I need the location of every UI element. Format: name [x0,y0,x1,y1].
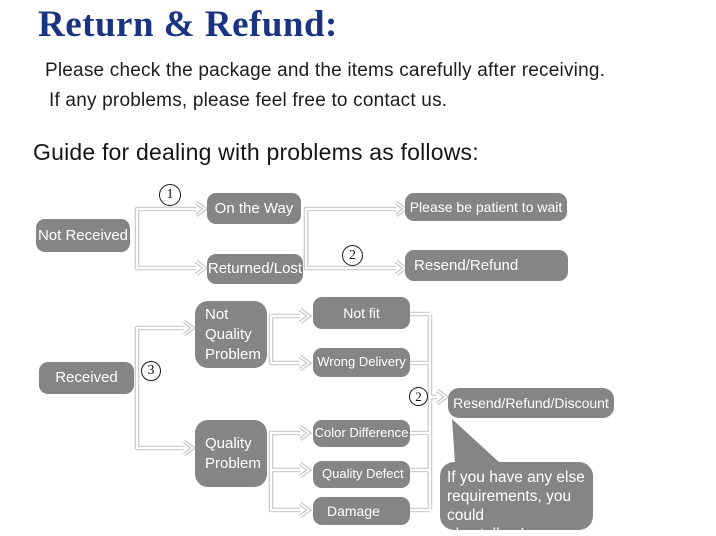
node-color-difference: Color Difference [313,420,410,447]
speech-bubble-tail [452,419,500,463]
arrowhead-icon [298,461,313,479]
arrowhead-icon [299,462,311,478]
node-damage: Damage [313,497,410,525]
node-received: Received [39,362,134,394]
connector-not-received-branch [135,207,196,270]
node-resend-refund-discount: Resend/Refund/Discount [448,388,614,418]
connector-quality-branch [269,431,300,512]
guide-heading: Guide for dealing with problems as follo… [33,139,479,165]
arrowhead-icon [394,259,409,277]
arrowhead-icon [194,200,209,218]
connector-not-quality-branch [268,313,300,366]
arrowhead-icon [182,319,197,337]
node-not-quality-problem: Not Quality Problem [195,301,267,368]
connector-top-ladder [304,207,396,270]
arrowhead-icon [298,307,313,325]
arrowhead-icon [298,501,313,519]
node-quality-problem: Quality Problem [195,420,267,487]
connector-not-quality-branch [269,314,300,365]
step-2-badge-bottom: 2 [409,387,428,406]
arrowhead-icon [299,308,311,324]
arrowhead-icon [299,502,311,518]
connector-not-received-branch [134,206,196,271]
arrowhead-icon [195,201,207,217]
arrowhead-icon [183,320,195,336]
intro-line-1: Please check the package and the items c… [45,60,606,81]
intro-line-2: If any problems, please feel free to con… [49,90,448,111]
node-returned-lost: Returned/Lost [207,254,303,284]
arrowhead-icon [394,200,409,218]
arrowhead-icon [299,425,311,441]
step-1-badge: 1 [159,184,181,206]
arrowhead-icon [298,354,313,372]
arrowhead-icon [436,389,448,405]
node-not-fit: Not fit [313,297,410,329]
arrowhead-icon [183,440,195,456]
arrowhead-icon [182,439,197,457]
arrowhead-icon [194,259,209,277]
node-wrong-delivery: Wrong Delivery [313,348,410,377]
arrowhead-icon [435,388,450,406]
arrowhead-icon [195,260,207,276]
node-on-the-way: On the Way [207,193,301,224]
connector-received-branch [134,325,184,451]
arrowhead-icon [298,424,313,442]
step-2-badge-top: 2 [342,245,363,266]
node-resend-refund: Resend/Refund [405,250,568,281]
node-patient-wait: Please be patient to wait [405,193,567,221]
page-title: Return & Refund: [38,4,338,45]
step-3-badge: 3 [141,361,161,381]
speech-bubble: If you have any else requirements, you c… [440,462,593,536]
node-not-received: Not Received [36,219,130,252]
arrowhead-icon [299,355,311,371]
node-quality-defect: Quality Defect [313,461,410,488]
connector-received-branch [135,326,184,450]
